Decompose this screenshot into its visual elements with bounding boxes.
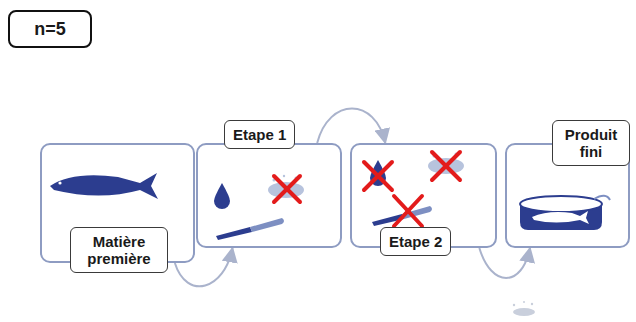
count-box: n=5: [8, 10, 92, 48]
cross-mark: [274, 176, 300, 202]
step-panel: Etape 1: [196, 143, 342, 248]
flow-arrow: [479, 248, 530, 278]
step-label: Etape 2: [380, 227, 451, 256]
cross-mark: [364, 152, 460, 226]
knife: [216, 218, 284, 240]
step-panel: Matière première: [40, 143, 195, 263]
step-panel: Produit fini: [505, 143, 630, 248]
step-label: Produit fini: [552, 120, 630, 166]
step-label: Etape 1: [224, 120, 295, 149]
fish-icon: [50, 173, 158, 199]
tin-can: [520, 196, 610, 230]
salt-scatter: [513, 301, 535, 316]
step-panel: Etape 2: [350, 143, 497, 248]
water-drop: [214, 183, 230, 209]
count-label: n=5: [34, 19, 66, 40]
step-label: Matière première: [70, 227, 168, 273]
flow-arrow: [175, 248, 233, 286]
flow-arrow: [317, 109, 385, 144]
